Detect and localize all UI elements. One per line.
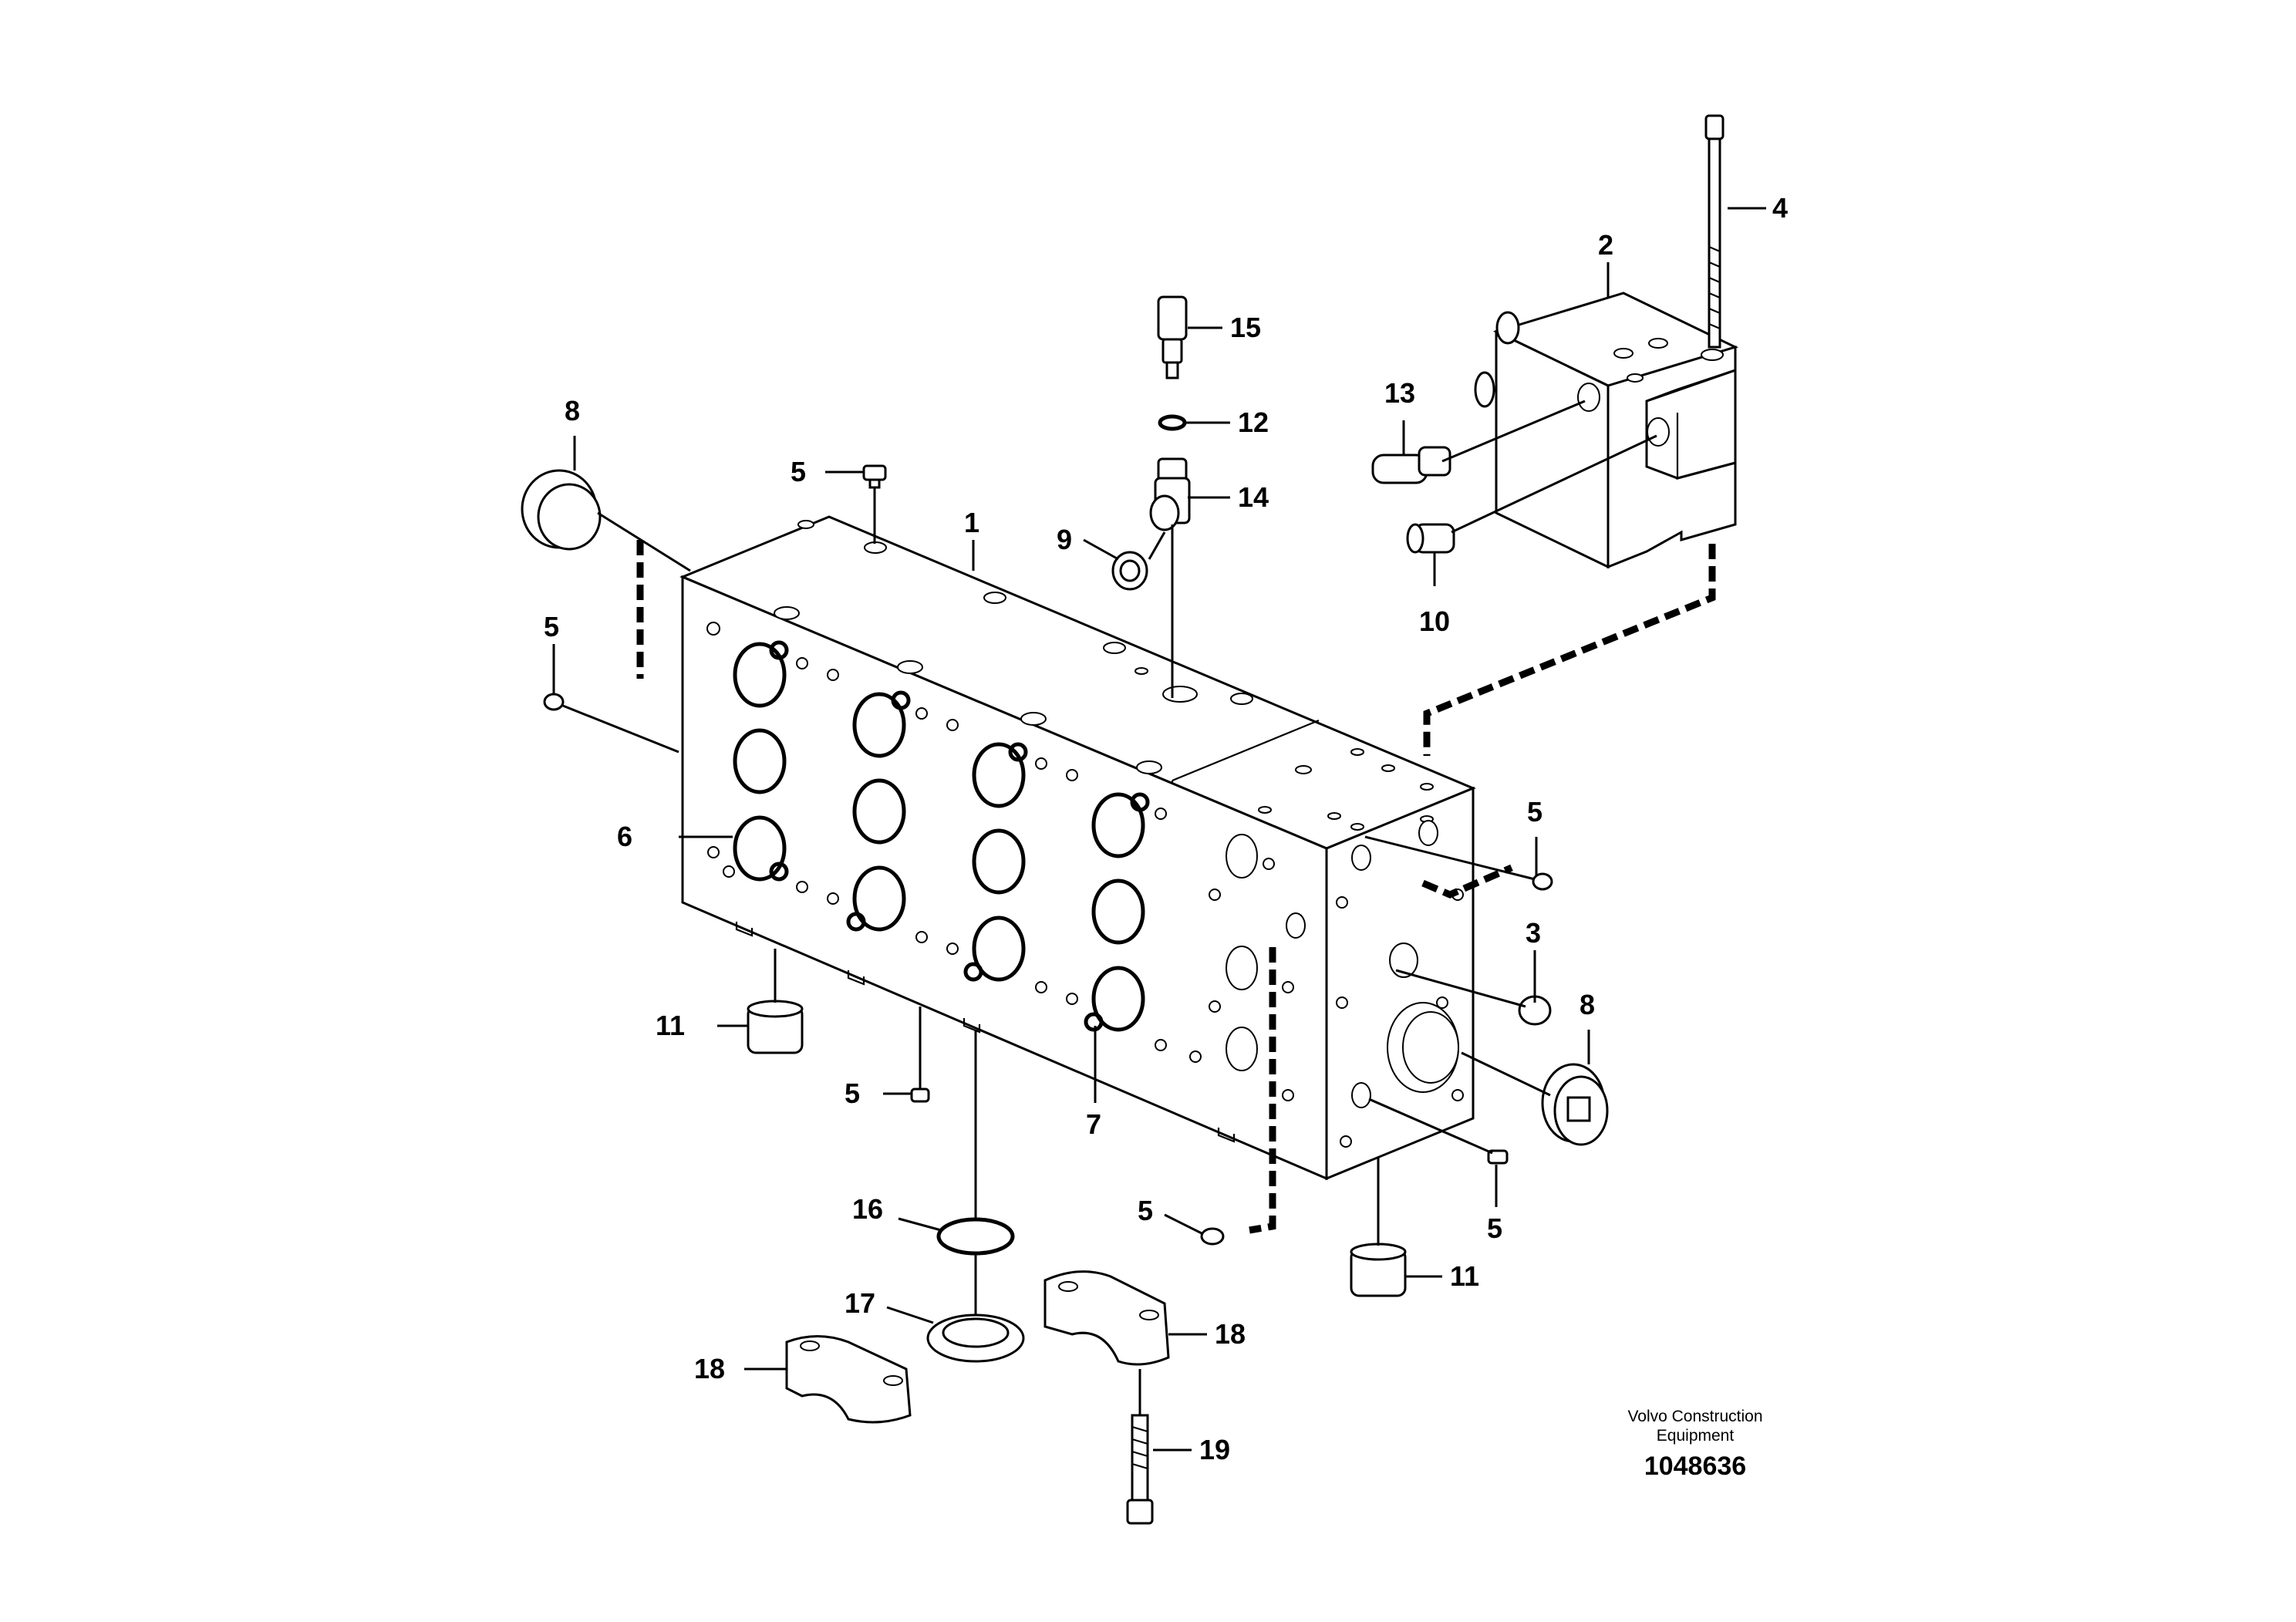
pilot-valve-block <box>1474 292 1739 569</box>
plug-8-right <box>1541 1063 1609 1146</box>
top-face-holes <box>774 520 1434 831</box>
flange-half-18-left <box>785 1335 912 1424</box>
control-valve-block <box>679 515 1476 1181</box>
leader-lines <box>552 207 1766 1452</box>
bolt-19 <box>1126 1414 1154 1525</box>
front-face-holes <box>706 622 1306 1101</box>
fitting-9 <box>1111 551 1148 591</box>
callout-3: 3 <box>1526 917 1541 949</box>
callout-12: 12 <box>1238 406 1269 438</box>
elbow-fitting-13 <box>1371 446 1451 484</box>
callout-6: 6 <box>617 821 632 852</box>
end-face-ports <box>1336 820 1464 1148</box>
callout-17: 17 <box>845 1287 875 1319</box>
callout-13: 13 <box>1384 377 1415 409</box>
front-face-o-rings <box>733 640 1150 1032</box>
caption-company-line1: Volvo Construction <box>1627 1408 1762 1425</box>
callout-11-left: 11 <box>656 1010 685 1041</box>
callout-5-right-bottom: 5 <box>1487 1212 1502 1244</box>
callout-5-bottom-right: 5 <box>1138 1195 1153 1226</box>
cap-11-left <box>747 1000 804 1054</box>
callout-8-left: 8 <box>565 395 580 427</box>
callout-18-left: 18 <box>694 1353 725 1384</box>
seal-17 <box>926 1313 1025 1363</box>
callout-14: 14 <box>1238 481 1269 513</box>
callout-2: 2 <box>1598 229 1613 261</box>
fitting-10 <box>1406 523 1455 554</box>
callout-5-right-top: 5 <box>1527 796 1542 828</box>
callout-9: 9 <box>1057 524 1072 555</box>
callout-15: 15 <box>1230 312 1261 343</box>
callout-5-left: 5 <box>544 611 559 642</box>
callout-10: 10 <box>1419 605 1450 637</box>
callout-4: 4 <box>1772 192 1788 224</box>
callout-18-right: 18 <box>1215 1318 1246 1350</box>
o-ring-16 <box>936 1217 1015 1256</box>
o-ring-12 <box>1158 414 1187 431</box>
callout-16: 16 <box>852 1193 883 1225</box>
callout-8-right: 8 <box>1580 989 1595 1020</box>
caption-block: Volvo Construction Equipment 1048636 <box>1627 1408 1762 1481</box>
dashed-connectors <box>636 540 1716 1234</box>
callout-labels: 1 2 4 15 12 14 13 9 10 8 5 5 5 6 3 8 11 … <box>544 192 1788 1465</box>
plug-8-left <box>521 469 602 551</box>
callout-7: 7 <box>1086 1108 1101 1140</box>
callout-11-right: 11 <box>1450 1260 1479 1292</box>
fitting-15 <box>1157 295 1188 379</box>
cap-11-right <box>1350 1243 1407 1297</box>
callout-5-top: 5 <box>791 456 806 487</box>
callout-5-bottom: 5 <box>845 1077 860 1109</box>
tee-fitting-14 <box>1149 457 1191 531</box>
callout-1: 1 <box>964 507 979 538</box>
long-bolt-4 <box>1704 114 1725 349</box>
flange-half-18-right <box>1043 1270 1170 1366</box>
caption-drawing-number: 1048636 <box>1644 1452 1746 1481</box>
callout-19: 19 <box>1199 1434 1230 1465</box>
caption-company-line2: Equipment <box>1657 1427 1735 1445</box>
